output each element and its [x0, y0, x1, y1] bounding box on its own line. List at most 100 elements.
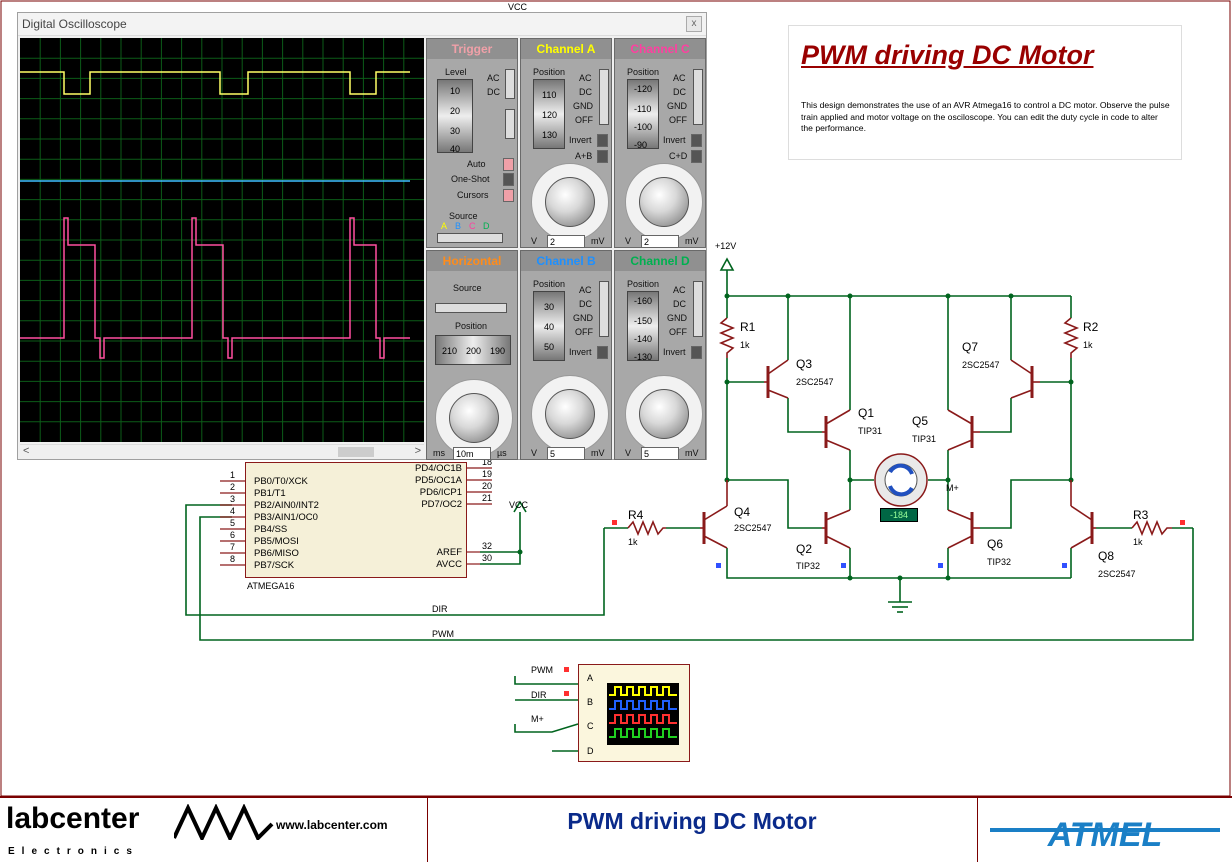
- mcu-pin-label: PB5/MOSI: [254, 536, 299, 547]
- mcu-pin-number: 21: [482, 493, 493, 503]
- design-title-box: PWM driving DC Motor This design demonst…: [788, 25, 1182, 160]
- mcu-pin-label: PD4/OC1B: [415, 463, 462, 474]
- invert-label: Invert: [569, 135, 592, 145]
- channel-d-position-label: Position: [627, 279, 660, 289]
- r3-ref: R3: [1133, 508, 1149, 522]
- scope-display[interactable]: [20, 38, 424, 442]
- level-tape[interactable]: 10 20 30 40: [437, 79, 473, 154]
- r2-ref: R2: [1083, 320, 1099, 334]
- channel-c-position-tape[interactable]: -120 -110 -100 -90: [627, 79, 659, 150]
- invert-label: Invert: [663, 135, 686, 145]
- channel-a-position-label: Position: [533, 67, 566, 77]
- channel-a-invert-button[interactable]: [597, 134, 608, 147]
- mcu-pin-number: 8: [230, 554, 236, 564]
- footer-title-cell: PWM driving DC Motor: [427, 798, 978, 862]
- auto-button[interactable]: [503, 158, 514, 171]
- source-b: B: [455, 221, 462, 231]
- mcu-pin-number: 2: [230, 482, 236, 492]
- unit-right: mV: [685, 448, 699, 458]
- channel-d-panel: Channel D Position -160 -150 -140 -130 A…: [614, 250, 706, 460]
- source-d: D: [483, 221, 490, 231]
- channel-b-scale-knob[interactable]: [545, 389, 595, 439]
- one-shot-button[interactable]: [503, 173, 514, 186]
- channel-a-scale-knob[interactable]: [545, 177, 595, 227]
- scroll-right-icon[interactable]: >: [414, 445, 421, 457]
- q7-ref: Q7: [962, 340, 979, 354]
- channel-b-coupling-switch[interactable]: [599, 281, 609, 337]
- mcu-pin-label: PB7/SCK: [254, 560, 295, 571]
- oscilloscope-window[interactable]: Digital Oscilloscope x < > Trigger Level…: [17, 12, 707, 460]
- channel-b-value[interactable]: 5: [547, 447, 585, 460]
- channel-c-coupling-switch[interactable]: [693, 69, 703, 125]
- position-tick: 130: [542, 130, 558, 140]
- channel-a-header: Channel A: [521, 39, 611, 59]
- level-tick: 40: [450, 144, 461, 154]
- coupling-label: OFF: [575, 115, 593, 125]
- mcu-pin-label: PB2/AIN0/INT2: [254, 500, 319, 511]
- scroll-thumb[interactable]: [338, 447, 374, 457]
- level-tick: 10: [450, 86, 461, 96]
- mcu-pin-number: 20: [482, 481, 493, 491]
- invert-label: Invert: [663, 347, 686, 357]
- channel-a-coupling-switch[interactable]: [599, 69, 609, 125]
- mcu-pin-label: PB1/T1: [254, 488, 286, 499]
- position-tick: -90: [634, 140, 648, 150]
- r4-value: 1k: [628, 537, 638, 547]
- pwm-net-label: PWM: [432, 629, 454, 639]
- mcu-pin-number: 30: [482, 553, 493, 563]
- close-icon[interactable]: x: [686, 16, 702, 32]
- channel-d-position-tape[interactable]: -160 -150 -140 -130: [627, 291, 659, 362]
- channel-b-position-tape[interactable]: 30 40 50: [533, 291, 565, 361]
- channel-a-value[interactable]: 2: [547, 235, 585, 248]
- q5-ref: Q5: [912, 414, 929, 428]
- channel-c-value[interactable]: 2: [641, 235, 679, 248]
- timebase-knob[interactable]: [449, 393, 499, 443]
- channel-d-value[interactable]: 5: [641, 447, 679, 460]
- position-tick: -160: [634, 296, 653, 306]
- coupling-label: AC: [673, 73, 686, 83]
- channel-d-invert-button[interactable]: [691, 346, 702, 359]
- cursors-button[interactable]: [503, 189, 514, 202]
- scope-input-m-plus: M+: [531, 714, 544, 724]
- r3-value: 1k: [1133, 537, 1143, 547]
- mcu-pin-number: 4: [230, 506, 236, 516]
- timebase-value[interactable]: 10m: [453, 447, 491, 460]
- trigger-header: Trigger: [427, 39, 517, 59]
- q5-part: TIP31: [912, 434, 937, 444]
- r1-ref: R1: [740, 320, 756, 334]
- horizontal-position-tape[interactable]: 210 200 190: [435, 335, 511, 365]
- channel-c-header: Channel C: [615, 39, 705, 59]
- window-titlebar[interactable]: Digital Oscilloscope x: [18, 13, 706, 36]
- edge-switch[interactable]: [505, 109, 515, 139]
- vcc-top-label: VCC: [508, 2, 528, 12]
- trace-channel-c: [20, 217, 410, 359]
- scroll-left-icon[interactable]: <: [23, 445, 30, 457]
- channel-d-header: Channel D: [615, 251, 705, 271]
- coupling-label: GND: [667, 101, 687, 111]
- channel-c-add-button[interactable]: [691, 150, 702, 163]
- scope-channel-c: C: [587, 721, 594, 731]
- channel-d-coupling-switch[interactable]: [693, 281, 703, 337]
- coupling-label: GND: [573, 101, 593, 111]
- channel-a-add-button[interactable]: [597, 150, 608, 163]
- source-slider[interactable]: [437, 233, 503, 243]
- channel-c-invert-button[interactable]: [691, 134, 702, 147]
- position-tick: -130: [634, 352, 653, 362]
- horizontal-source-slider[interactable]: [435, 303, 507, 313]
- channel-b-invert-button[interactable]: [597, 346, 608, 359]
- r4-ref: R4: [628, 508, 644, 522]
- oscilloscope-instrument[interactable]: A B C D: [578, 664, 690, 762]
- dir-net-label: DIR: [432, 604, 448, 614]
- add-label: A+B: [575, 151, 593, 161]
- channel-b-panel: Channel B Position 30 40 50 AC DC GND OF…: [520, 250, 612, 460]
- channel-c-scale-knob[interactable]: [639, 177, 689, 227]
- horizontal-scrollbar[interactable]: < >: [20, 444, 424, 459]
- channel-a-position-tape[interactable]: 110 120 130: [533, 79, 565, 149]
- atmega16-chip[interactable]: PB0/T0/XCK PB1/T1 PB2/AIN0/INT2 PB3/AIN1…: [245, 462, 467, 578]
- labcenter-url[interactable]: www.labcenter.com: [276, 818, 388, 832]
- channel-a-panel: Channel A Position 110 120 130 AC DC GND…: [520, 38, 612, 248]
- channel-d-scale-knob[interactable]: [639, 389, 689, 439]
- level-tick: 30: [450, 126, 461, 136]
- coupling-switch[interactable]: [505, 69, 515, 99]
